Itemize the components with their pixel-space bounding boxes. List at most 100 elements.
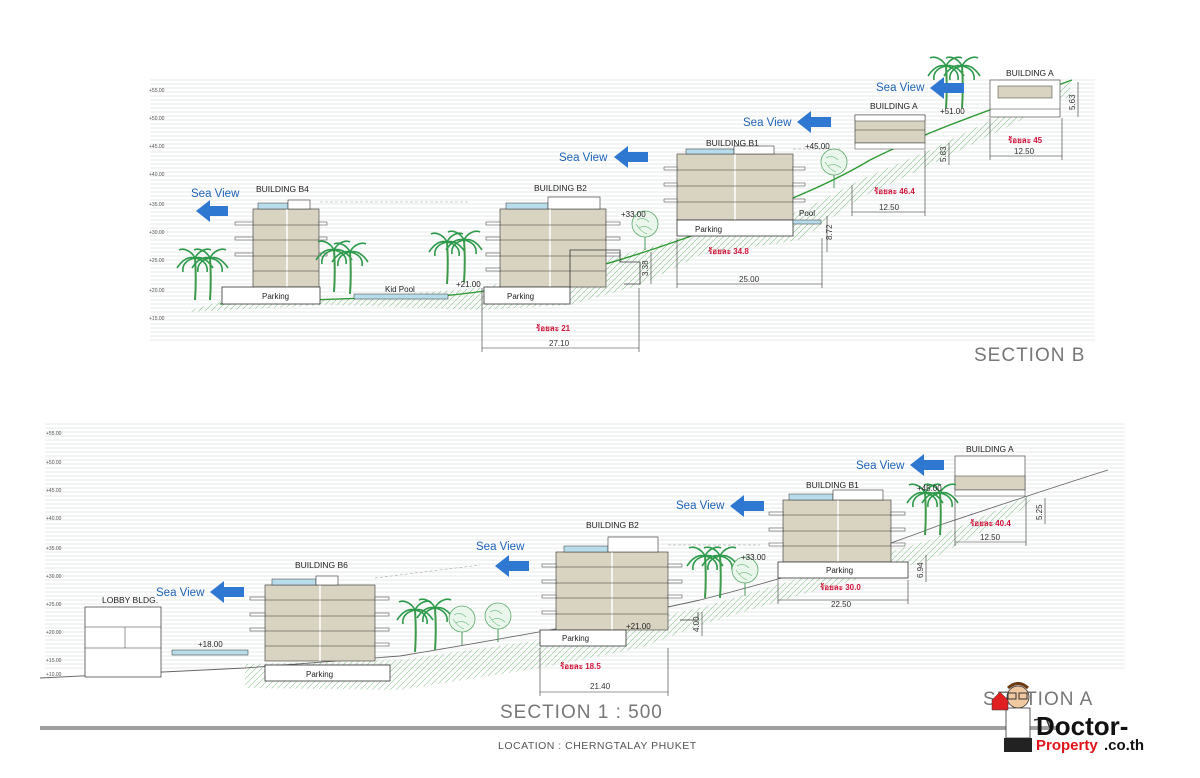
dimension-values: 27.10 25.00 12.50 12.50 3.38 8.72 5.83 5… (549, 94, 1077, 348)
building-b4-label: BUILDING B4 (256, 184, 309, 194)
building-b2: BUILDING B2 Parking (483, 183, 621, 305)
level-label: +50.00 (149, 116, 165, 122)
sea-view-arrows: Sea View Sea View Sea View Sea View (156, 454, 944, 603)
sea-view-label: Sea View (476, 541, 525, 553)
section-a: +55.00 +50.00 +45.00 +40.00 +35.00 +30.0… (39, 423, 1125, 710)
level-label: +10.00 (46, 672, 62, 678)
elevation-markers: +18.00 +21.00 +33.00 +45.00 (198, 484, 942, 649)
parking-label: Parking (562, 634, 589, 643)
building-b2-label: BUILDING B2 (586, 520, 639, 530)
building-a-label: BUILDING A (870, 101, 918, 111)
arrow-left-icon (797, 111, 831, 133)
arrow-left-icon (614, 146, 648, 168)
level-label: +25.00 (46, 602, 62, 608)
level-label: +45.00 (46, 488, 62, 494)
dimension-value: 4.00 (692, 616, 701, 632)
elevation-label: +51.00 (940, 107, 965, 116)
dimension-value: 25.00 (739, 275, 760, 284)
building-a-right: BUILDING A (989, 68, 1061, 118)
dimension-value: 12.50 (879, 203, 900, 212)
section-a-level-labels: +55.00 +50.00 +45.00 +40.00 +35.00 +30.0… (46, 431, 62, 678)
dimension-value: 3.38 (641, 260, 650, 276)
dimension-value: 5.25 (1035, 504, 1044, 520)
dimension-value: 12.50 (980, 533, 1001, 542)
slope-percentage: ร้อยละ 30.0 (820, 582, 861, 592)
slope-percentage: ร้อยละ 45 (1008, 135, 1043, 145)
dimension-values: 21.40 22.50 12.50 4.00 6.94 5.25 (590, 504, 1044, 691)
section-b-level-lines (150, 79, 1095, 341)
dimension-value: 22.50 (831, 600, 852, 609)
building-a-a: BUILDING A (954, 444, 1026, 497)
dimension-value: 21.40 (590, 682, 611, 691)
arrow-left-icon (196, 200, 228, 222)
level-label: +30.00 (149, 230, 165, 236)
dimension-value: 5.63 (1068, 94, 1077, 110)
sea-view-label: Sea View (559, 152, 608, 164)
logo-text: .co.th (1104, 737, 1144, 754)
slope-percentage: ร้อยละ 18.5 (560, 661, 601, 671)
parking-label: Parking (826, 566, 853, 575)
slope-percentage: ร้อยละ 46.4 (874, 186, 915, 196)
parking-label: Parking (695, 225, 722, 234)
section-b-title: SECTION B (974, 345, 1085, 366)
sea-view-label: Sea View (743, 117, 792, 129)
building-a-label: BUILDING A (1006, 68, 1054, 78)
kid-pool (353, 293, 449, 300)
arrow-left-icon (495, 555, 529, 577)
dimension-value: 6.94 (916, 562, 925, 578)
level-label: +20.00 (149, 288, 165, 294)
building-b1-a: BUILDING B1 Parking (768, 480, 909, 579)
dimension-value: 5.83 (939, 146, 948, 162)
parking-label: Parking (507, 292, 534, 301)
level-label: +35.00 (46, 546, 62, 552)
building-b6-label: BUILDING B6 (295, 560, 348, 570)
level-label: +55.00 (149, 88, 165, 94)
arrow-left-icon (930, 77, 964, 99)
arrow-left-icon (910, 454, 944, 476)
level-label: +40.00 (46, 516, 62, 522)
building-b1: BUILDING B1 Parking Pool (663, 138, 822, 237)
level-label: +55.00 (46, 431, 62, 437)
section-b-level-labels: +55.00 +50.00 +45.00 +40.00 +35.00 +30.0… (149, 88, 165, 322)
elevation-label: +33.00 (741, 553, 766, 562)
logo-text: Doctor- (1036, 711, 1128, 741)
dimension-lines (539, 498, 1046, 696)
section-b-ground-hatch (185, 82, 1070, 312)
level-label: +25.00 (149, 258, 165, 264)
slope-percentage: ร้อยละ 34.8 (708, 246, 749, 256)
section-b: +55.00 +50.00 +45.00 +40.00 +35.00 +30.0… (149, 56, 1095, 366)
parking-label: Parking (306, 670, 333, 679)
elevation-label: +18.00 (198, 640, 223, 649)
elevation-label: +33.00 (621, 210, 646, 219)
building-b1-label: BUILDING B1 (706, 138, 759, 148)
elevation-label: +21.00 (626, 622, 651, 631)
doctor-property-logo: Doctor- Property .co.th (991, 682, 1144, 754)
slope-percentages: ร้อยละ 21 ร้อยละ 34.8 ร้อยละ 46.4 ร้อยละ… (536, 135, 1043, 333)
pool-label: Pool (799, 209, 815, 218)
kid-pool-label: Kid Pool (385, 285, 415, 294)
sea-view-arrows: Sea View Sea View Sea View Sea View (191, 77, 964, 222)
elevation-label: +45.00 (805, 142, 830, 151)
building-a-left: BUILDING A (854, 101, 926, 150)
building-b2-label: BUILDING B2 (534, 183, 587, 193)
slope-percentage: ร้อยละ 40.4 (970, 518, 1011, 528)
lobby-building: LOBBY BLDG. (84, 595, 162, 678)
sea-view-label: Sea View (876, 82, 925, 94)
dimension-value: 8.72 (825, 224, 834, 240)
location-caption: LOCATION : CHERNGTALAY PHUKET (498, 740, 697, 752)
building-a-label: BUILDING A (966, 444, 1014, 454)
level-label: +40.00 (149, 172, 165, 178)
elevation-label: +21.00 (456, 280, 481, 289)
level-label: +30.00 (46, 574, 62, 580)
building-b4: BUILDING B4 Parking (221, 184, 328, 305)
arrow-left-icon (210, 581, 244, 603)
sea-view-label: Sea View (156, 587, 205, 599)
level-label: +20.00 (46, 630, 62, 636)
lobby-building-label: LOBBY BLDG. (102, 595, 158, 605)
slope-percentages: ร้อยละ 18.5 ร้อยละ 30.0 ร้อยละ 40.4 (560, 518, 1011, 671)
parking-label: Parking (262, 292, 289, 301)
logo-text: Property (1036, 737, 1098, 754)
dimension-lines (481, 82, 1079, 352)
building-b2-a: BUILDING B2 Parking (539, 520, 683, 647)
